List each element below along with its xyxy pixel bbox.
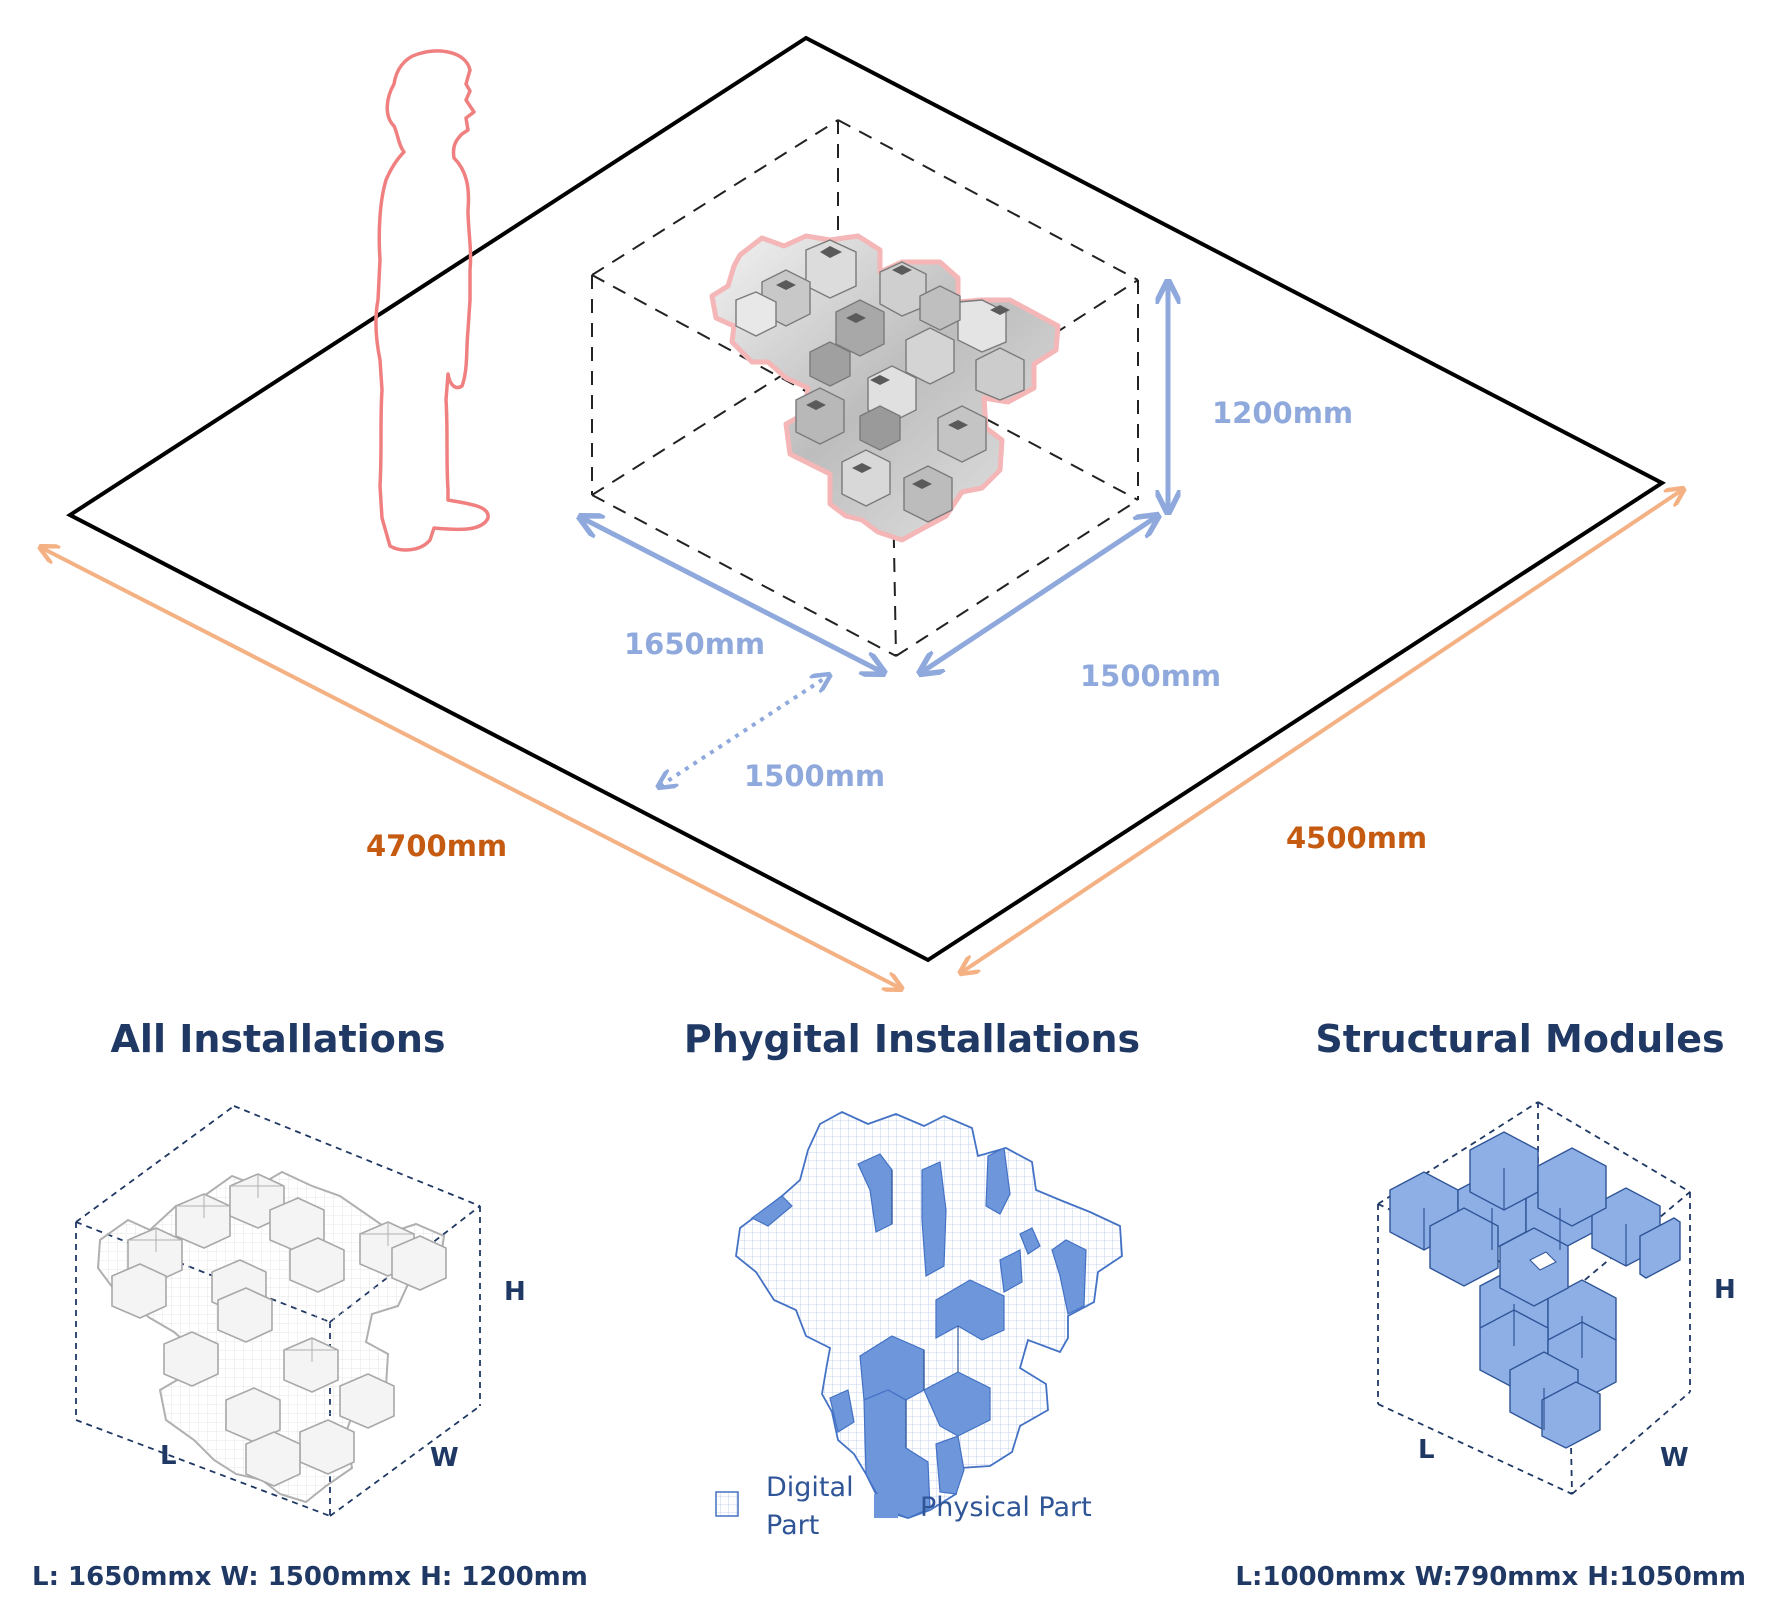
floor-width-arrow: [962, 490, 1682, 972]
all-installations-w-label: W: [430, 1443, 459, 1473]
floor-width-label: 4500mm: [1286, 821, 1427, 855]
digital-part-shape: [735, 1110, 1123, 1519]
all-installations-caption: L: 1650mmx W: 1500mmx H: 1200mm: [32, 1562, 588, 1592]
physical-part-shapes: [750, 1147, 1087, 1519]
width-label: 1500mm: [1080, 659, 1221, 693]
floor-length-arrow: [42, 548, 900, 988]
floor-length-label: 4700mm: [366, 829, 507, 863]
structural-modules-figure: [1377, 1101, 1691, 1495]
installation-render-dark-openings: [776, 246, 1010, 489]
all-installations-l-label: L: [160, 1441, 177, 1471]
phygital-installations-title: Phygital Installations: [684, 1017, 1140, 1061]
structural-modules-l-label: L: [1418, 1435, 1435, 1465]
person-silhouette: [374, 49, 490, 552]
legend-digital-label-line1: Digital: [766, 1472, 854, 1503]
orange-dimension-arrows: [42, 490, 1682, 988]
structural-modules-w-label: W: [1660, 1443, 1689, 1473]
structural-modules-caption: L:1000mmx W:790mmx H:1050mm: [1235, 1562, 1746, 1592]
all-installations-h-label: H: [504, 1277, 526, 1307]
all-installations-title: All Installations: [111, 1017, 446, 1061]
all-installations-figure: [75, 1105, 481, 1517]
structural-modules-gap: [1529, 1251, 1557, 1271]
structural-modules-title: Structural Modules: [1315, 1017, 1724, 1061]
clearance-label: 1500mm: [744, 759, 885, 793]
structural-modules-cubes: [1389, 1131, 1681, 1449]
legend-physical-label: Physical Part: [920, 1492, 1092, 1523]
all-installations-cubes: [111, 1173, 447, 1487]
structural-modules-h-label: H: [1714, 1275, 1736, 1305]
legend-physical-swatch: [874, 1494, 898, 1518]
length-label: 1650mm: [624, 627, 765, 661]
installation-render-cubes: [735, 239, 1025, 523]
legend-digital-label-line2: Part: [766, 1510, 819, 1541]
all-installations-cube-crosses: [128, 1174, 414, 1362]
legend-digital-swatch: [715, 1491, 739, 1517]
phygital-installations-figure: [735, 1110, 1123, 1519]
structural-modules-cube-edges: [1423, 1168, 1627, 1430]
height-label: 1200mm: [1212, 396, 1353, 430]
physical-part-edges: [891, 1170, 959, 1448]
